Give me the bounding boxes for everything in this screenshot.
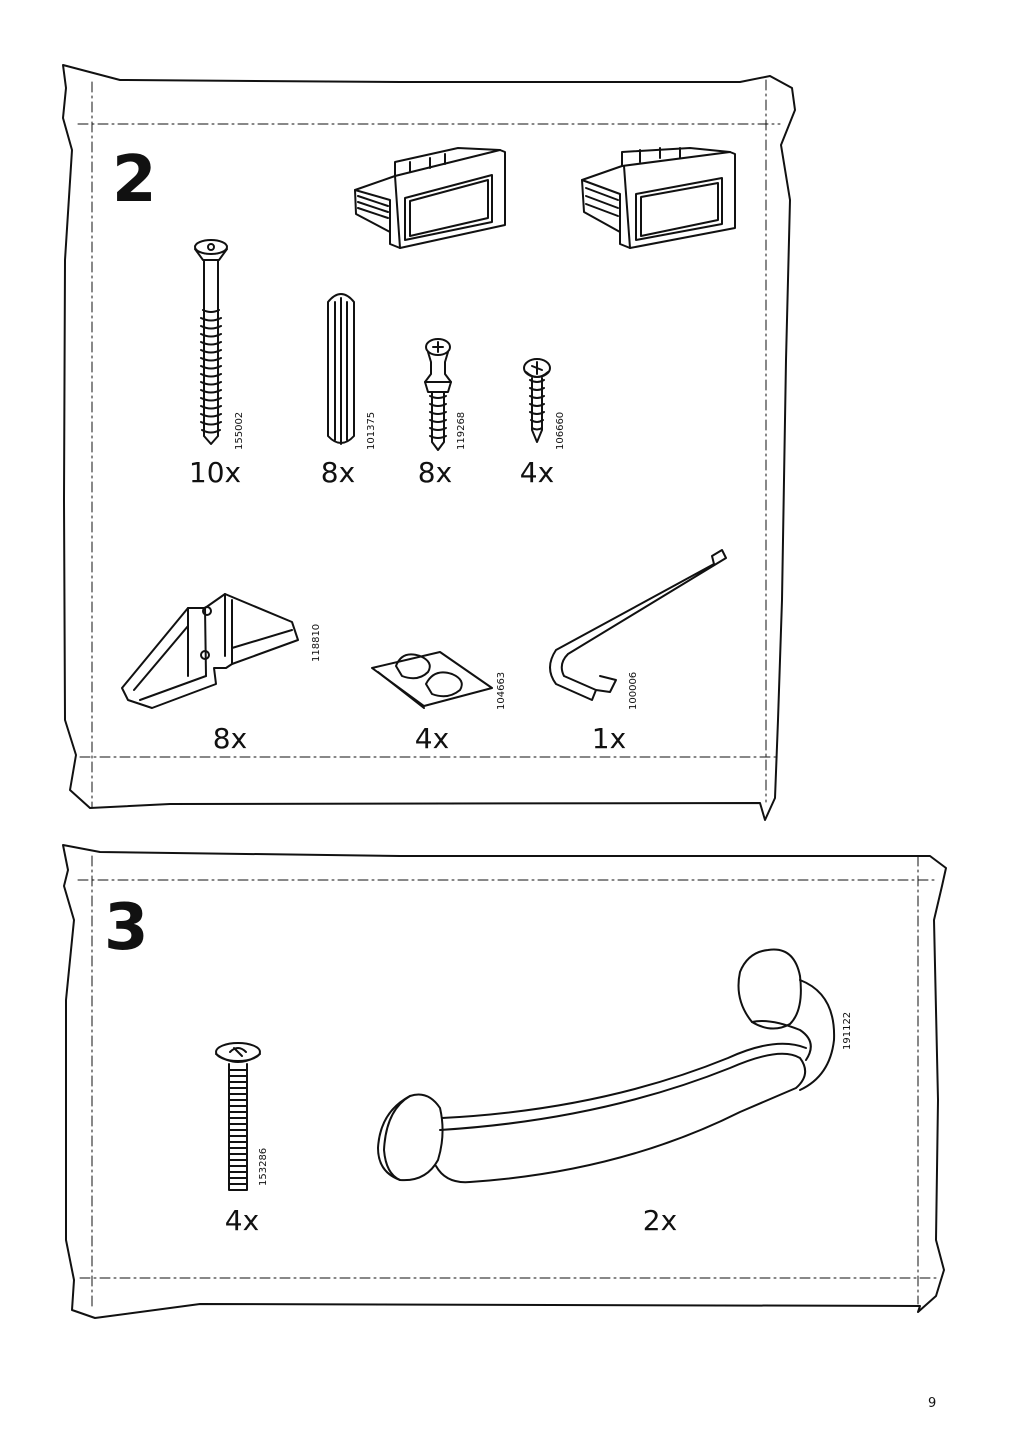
part-quantity: 4x <box>414 722 450 755</box>
part-code: 104663 <box>496 671 507 710</box>
part-quantity: 4x <box>519 456 555 489</box>
wooden-dowel-icon <box>327 293 355 445</box>
drawer-icon <box>354 147 506 249</box>
long-screw-icon <box>194 239 228 445</box>
part-code: 106660 <box>555 411 566 450</box>
part-code: 155002 <box>234 411 245 450</box>
part-quantity: 4x <box>224 1204 260 1237</box>
parts-bag-outline <box>62 844 947 1319</box>
bag-seal-lines <box>77 79 781 809</box>
part-quantity: 8x <box>320 456 356 489</box>
small-screw-icon <box>523 358 551 443</box>
part-quantity: 1x <box>591 722 627 755</box>
bumper-pads-icon <box>371 651 493 709</box>
bracket-icon <box>121 593 299 709</box>
part-quantity: 2x <box>642 1204 678 1237</box>
step-number: 2 <box>112 143 157 217</box>
drawer-icon <box>581 147 736 249</box>
part-quantity: 8x <box>417 456 453 489</box>
part-quantity: 8x <box>212 722 248 755</box>
part-code: 118810 <box>311 623 322 662</box>
allen-key-icon <box>549 549 727 701</box>
part-code: 191122 <box>842 1011 853 1050</box>
part-quantity: 10x <box>188 456 242 489</box>
step-number: 3 <box>104 891 149 965</box>
drawer-handle-icon <box>377 948 836 1184</box>
page-number: 9 <box>928 1396 937 1411</box>
bag-seal-lines <box>77 855 939 1311</box>
part-code: 101375 <box>366 411 377 450</box>
part-code: 100006 <box>628 671 639 710</box>
cam-bolt-icon <box>424 338 452 451</box>
parts-bag-outline <box>62 64 796 821</box>
machine-screw-icon <box>215 1042 261 1191</box>
part-code: 153286 <box>258 1147 269 1186</box>
part-code: 119268 <box>456 411 467 450</box>
